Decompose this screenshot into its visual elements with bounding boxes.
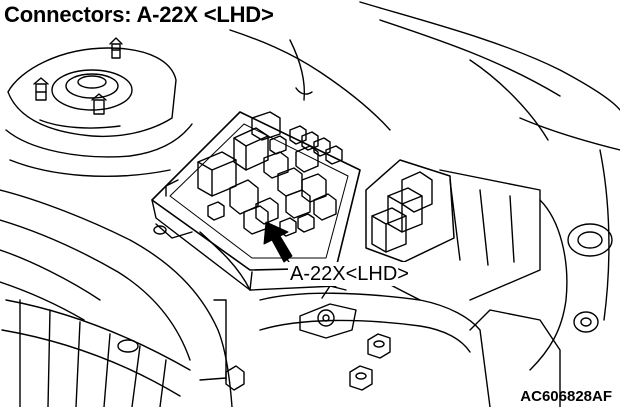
strut-stud-1 [109,37,123,59]
harness-clip [199,365,245,391]
air-cleaner [0,189,251,407]
figure-id: AC606828AF [520,388,612,405]
strut-stud-2 [33,77,49,101]
battery-nut-1 [367,333,391,359]
strut-tower [5,47,193,178]
battery [259,267,561,407]
fender-lines [229,1,620,151]
page-title: Connectors: A-22X <LHD> [4,2,274,27]
secondary-relay-block [365,159,455,263]
battery-nut-2 [349,365,373,391]
right-side-components [439,149,613,371]
connector-callout-label: A-22X<LHD> [288,262,411,286]
arrow-icon [263,221,293,263]
strut-stud-3 [91,93,107,115]
